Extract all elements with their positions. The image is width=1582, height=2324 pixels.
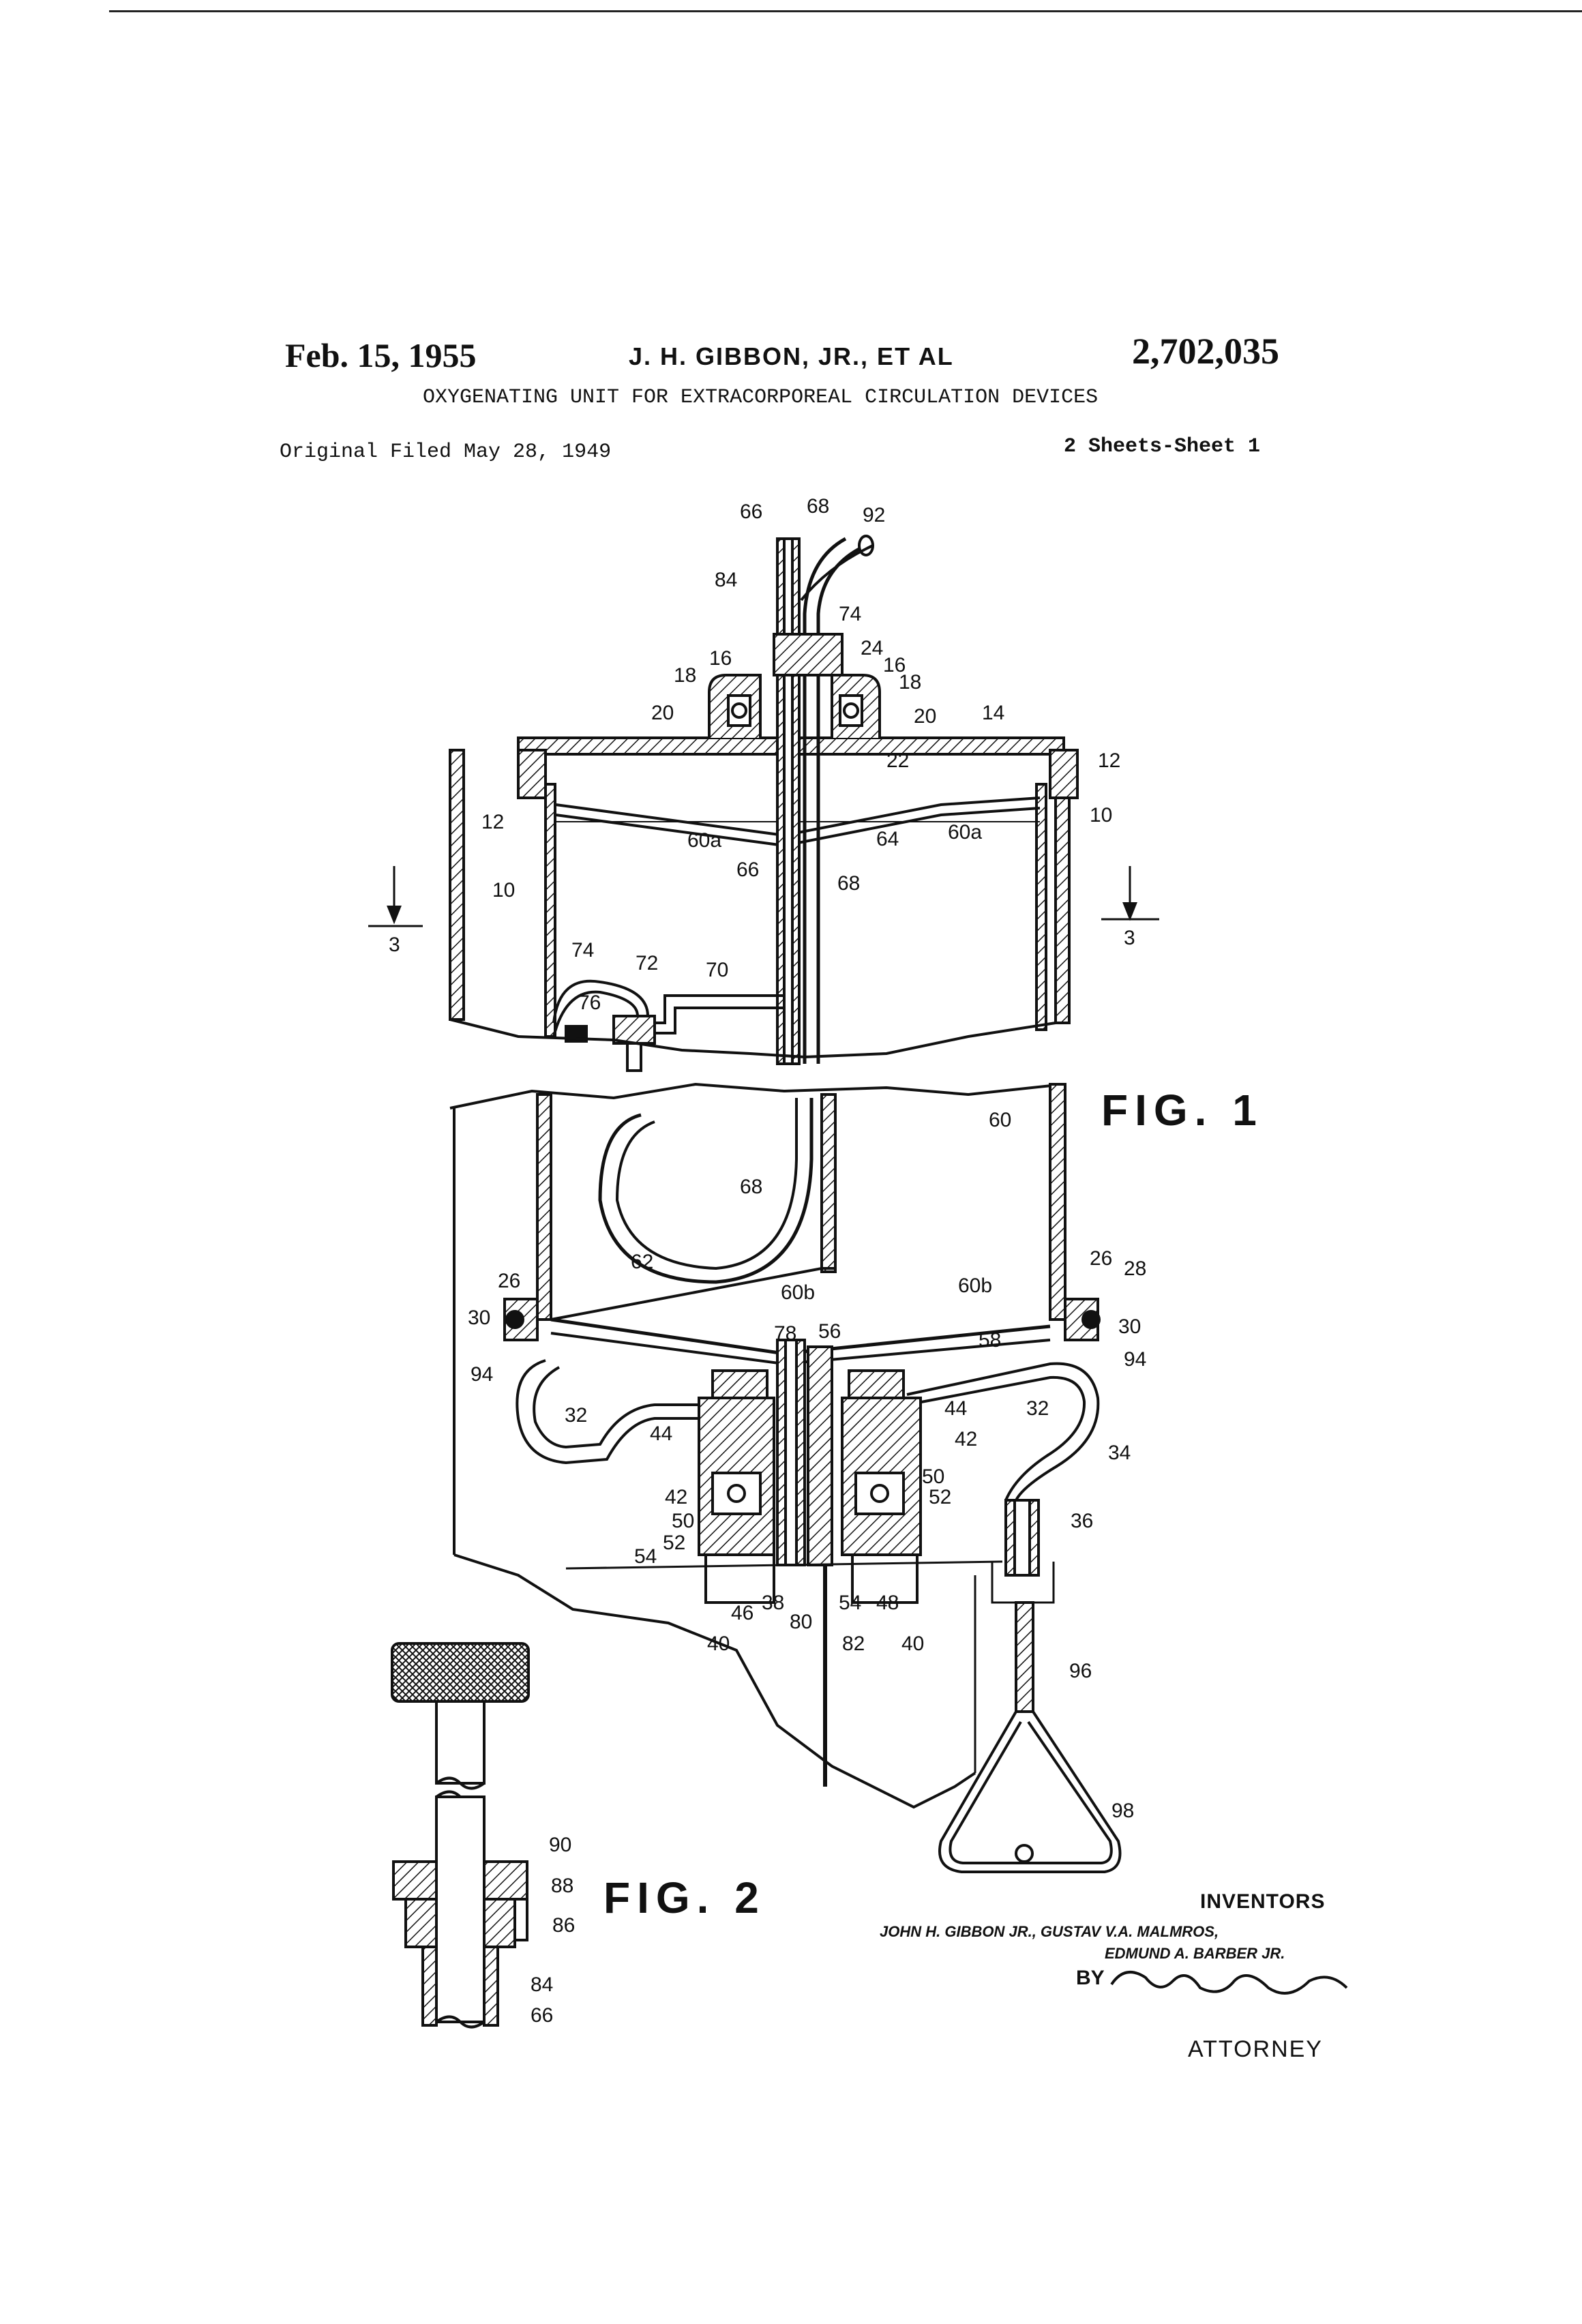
ref-96: 96	[1069, 1660, 1092, 1682]
ref-60b: 60b	[781, 1281, 815, 1304]
inventor-names-line2: EDMUND A. BARBER JR.	[1105, 1945, 1285, 1963]
ref-62: 62	[631, 1251, 653, 1273]
ref-64: 64	[876, 828, 899, 850]
ref-50: 50	[672, 1510, 694, 1532]
ref-68: 68	[807, 495, 829, 518]
ref-98: 98	[1111, 1800, 1134, 1822]
by-label: BY	[1076, 1967, 1105, 1990]
inventors-heading: INVENTORS	[1200, 1890, 1325, 1913]
ref-42b: 42	[665, 1486, 687, 1508]
ref-88: 88	[551, 1875, 573, 1897]
ref-66c: 66	[531, 2004, 553, 2027]
ref-12: 12	[1098, 749, 1120, 772]
ref-30: 30	[468, 1307, 490, 1329]
ref-60a: 60a	[687, 829, 721, 852]
ref-28: 28	[1124, 1257, 1146, 1280]
ref-38: 38	[762, 1592, 784, 1614]
ref-20: 20	[651, 702, 674, 724]
attorney-label: ATTORNEY	[1188, 2036, 1323, 2063]
ref-82: 82	[842, 1633, 865, 1655]
ref-72: 72	[636, 952, 658, 974]
ref-60b-b: 60b	[958, 1275, 992, 1297]
ref-10: 10	[1090, 804, 1112, 826]
ref-74: 74	[839, 603, 861, 625]
ref-14: 14	[982, 702, 1004, 724]
ref-32b: 32	[1026, 1397, 1049, 1420]
ref-58: 58	[979, 1329, 1001, 1352]
reference-labels: 66 68 92 84 74 24 16 16 18 18 20 20 14 1…	[389, 495, 1146, 2027]
ref-52b: 52	[663, 1532, 685, 1554]
ref-52: 52	[929, 1486, 951, 1508]
ref-44b: 44	[944, 1397, 967, 1420]
ref-18: 18	[674, 664, 696, 687]
ref-12b: 12	[481, 811, 504, 833]
ref-84: 84	[715, 569, 737, 591]
ref-22: 22	[886, 749, 909, 772]
ref-50b: 50	[922, 1465, 944, 1488]
ref-56: 56	[818, 1320, 841, 1343]
ref-54: 54	[634, 1545, 657, 1568]
ref-36: 36	[1071, 1510, 1093, 1532]
ref-84b: 84	[531, 1973, 553, 1996]
fig2-drawing	[392, 1643, 528, 2027]
ref-40b: 40	[901, 1633, 924, 1655]
ref-46: 46	[731, 1602, 753, 1624]
ref-94b: 94	[1124, 1348, 1146, 1371]
ref-90: 90	[549, 1834, 571, 1856]
ref-32: 32	[565, 1404, 587, 1427]
ref-60a-b: 60a	[948, 821, 982, 844]
ref-92: 92	[863, 504, 885, 526]
ref-20b: 20	[914, 705, 936, 728]
inventor-names-line1: JOHN H. GIBBON JR., GUSTAV V.A. MALMROS,	[880, 1923, 1219, 1941]
section-mark-right: 3	[1124, 927, 1135, 949]
ref-94: 94	[471, 1363, 493, 1386]
ref-74b: 74	[571, 939, 594, 962]
ref-76: 76	[578, 992, 601, 1014]
ref-34: 34	[1108, 1442, 1131, 1464]
ref-18b: 18	[899, 671, 921, 694]
fig2-label: FIG. 2	[603, 1873, 766, 1922]
attorney-signature	[1111, 1972, 1347, 1993]
ref-70: 70	[706, 959, 728, 981]
ref-30b: 30	[1118, 1315, 1141, 1338]
ref-48: 48	[876, 1592, 899, 1614]
section-mark-left: 3	[389, 934, 400, 956]
ref-54b: 54	[839, 1592, 861, 1614]
ref-66: 66	[740, 501, 762, 523]
ref-80: 80	[790, 1611, 812, 1633]
ref-68c: 68	[740, 1176, 762, 1198]
ref-40: 40	[707, 1633, 730, 1655]
fig1-label: FIG. 1	[1101, 1086, 1264, 1135]
ref-42: 42	[955, 1428, 977, 1450]
ref-86: 86	[552, 1914, 575, 1937]
ref-24: 24	[861, 637, 883, 659]
ref-60: 60	[989, 1109, 1011, 1131]
ref-26b: 26	[1090, 1247, 1112, 1270]
ref-44: 44	[650, 1422, 672, 1445]
ref-10b: 10	[492, 879, 515, 902]
ref-16: 16	[709, 647, 732, 670]
ref-66b: 66	[736, 859, 759, 881]
ref-68b: 68	[837, 872, 860, 895]
ref-78: 78	[774, 1322, 796, 1345]
ref-26: 26	[498, 1270, 520, 1292]
